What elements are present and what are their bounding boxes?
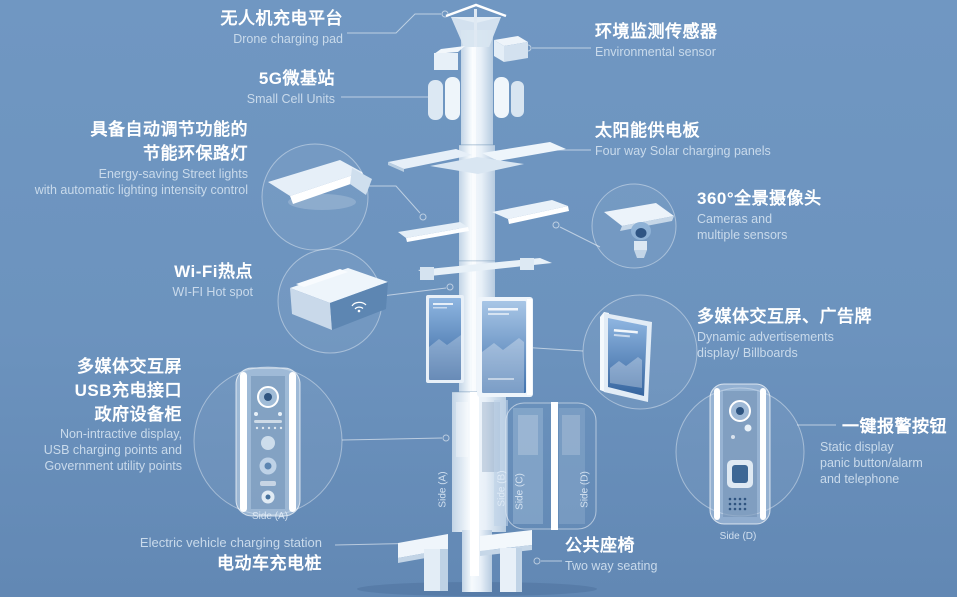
street-light-device [268,160,372,210]
solar-panels [388,142,566,174]
street-light-en-line2: with automatic lighting intensity contro… [34,182,248,197]
seating-title-en: Two way seating [565,558,658,573]
small-cell-title-en: Small Cell Units [246,91,335,106]
env-sensor-title-zh: 环境监测传感器 [595,22,718,41]
ev-title-zh: 电动车充电桩 [217,553,322,573]
callout-env-sensor: 环境监测传感器 Environmental sensor [595,20,718,60]
line-street-light [368,185,421,214]
env-sensor-title-en: Environmental sensor [595,44,716,59]
base-side-panels [494,400,597,530]
kiosk-device [235,367,301,517]
small-cell-title-zh: 5G微基站 [258,69,335,88]
pole-side-a-label: Side (A) [437,471,449,508]
solar-title-en: Four way Solar charging panels [595,143,771,158]
pole-side-b-label: Side (B) [496,470,508,507]
small-cell-units [428,77,524,120]
pole-side-d-label: Side (D) [579,471,591,508]
ev-title-en: Electric vehicle charging station [139,535,322,550]
callout-ev-charging: Electric vehicle charging station 电动车充电桩 [140,535,322,575]
billboard-en-line2: display/ Billboards [697,345,798,360]
callout-drone-charging-pad: 无人机充电平台 Drone charging pad [221,7,344,47]
callout-panic: 一键报警按钮 Static display panic button/alarm… [820,415,947,487]
wifi-device [290,268,388,330]
line-drone [347,13,441,34]
panic-side-d-label: Side (D) [719,531,757,542]
utility-zh-line2: USB充电接口 [74,380,182,400]
smart-pole [388,3,597,592]
drone-title-zh: 无人机充电平台 [220,9,343,28]
line-kiosk [341,437,443,441]
callout-camera: 360°全景摄像头 Cameras and multiple sensors [697,187,822,243]
street-light-en-line1: Energy-saving Street lights [98,166,248,181]
kiosk-side-a-label: Side (A) [251,511,289,522]
billboard-title-zh: 多媒体交互屏、广告牌 [697,307,872,326]
callout-small-cell: 5G微基站 Small Cell Units [247,67,335,107]
billboard-en-line1: Dynamic advertisements [697,329,834,344]
panic-title-zh: 一键报警按钮 [842,417,947,436]
wifi-unit-bar [418,258,552,280]
utility-en-line1: Non-intractive display, [59,427,182,442]
line-kiosk-endpoint [442,434,450,442]
line-camera-endpoint [552,221,560,229]
street-light-zh-line1: 具备自动调节功能的 [90,120,248,139]
panic-speaker-grille [728,497,747,511]
callout-solar: 太阳能供电板 Four way Solar charging panels [595,119,771,159]
camera-title-zh: 360°全景摄像头 [697,189,822,208]
utility-en-line2: USB charging points and [43,443,182,458]
callout-utility: 多媒体交互屏 USB充电接口 政府设备柜 Non-intractive disp… [44,355,182,474]
line-street-light-endpoint [419,213,427,221]
drone-pad [445,3,507,47]
public-seats [398,530,532,592]
kiosk-usb-port [261,436,275,450]
utility-zh-line3: 政府设备柜 [94,404,182,424]
seating-title-zh: 公共座椅 [565,536,635,555]
callout-billboard: 多媒体交互屏、广告牌 Dynamic advertisements displa… [697,305,872,361]
callout-wifi: Wi-Fi热点 WI-FI Hot spot [172,260,253,300]
billboard-device [600,312,652,402]
street-light-arms [398,200,569,242]
line-wifi [381,287,447,297]
panic-device [709,383,771,525]
pole-side-c-label: Side (C) [514,473,526,510]
utility-en-line3: Government utility points [44,459,182,474]
pole-display-screens [426,295,533,397]
callout-street-light: 具备自动调节功能的 节能环保路灯 Energy-saving Street li… [35,118,248,198]
camera-device [604,203,674,258]
utility-zh-line1: 多媒体交互屏 [77,357,182,376]
line-wifi-endpoint [446,283,454,291]
wifi-title-en: WI-FI Hot spot [172,284,253,299]
camera-en-line2: multiple sensors [697,227,788,242]
drone-title-en: Drone charging pad [233,31,343,46]
callout-seating: 公共座椅 Two way seating [565,534,657,574]
panic-en-line3: and telephone [820,471,900,486]
camera-en-line1: Cameras and [697,211,773,226]
panic-en-line2: panic button/alarm [820,455,923,470]
street-light-zh-line2: 节能环保路灯 [143,143,248,163]
line-seating-endpoint [533,557,541,565]
line-camera [559,226,601,248]
wifi-title-zh: Wi-Fi热点 [174,262,253,281]
environmental-sensor-unit [434,36,528,70]
solar-title-zh: 太阳能供电板 [595,121,700,140]
panic-en-line1: Static display [820,439,894,454]
